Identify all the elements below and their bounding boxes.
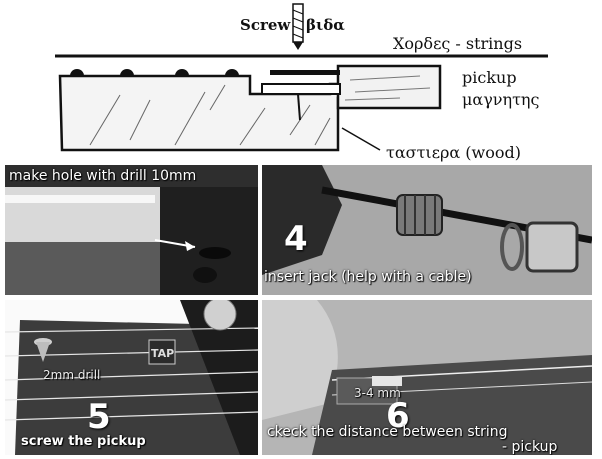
screw-icon [34, 338, 52, 362]
pickup-hatching [344, 75, 431, 101]
step-number-6: 6 [386, 396, 410, 436]
pickup-block [336, 64, 442, 110]
step-screw-pickup-panel: TAP 2mm drill 5 screw the pickup [5, 300, 258, 455]
step-drill-hole-panel: make hole with drill 10mm [5, 165, 258, 295]
wood-hatching [89, 84, 331, 146]
step-insert-jack-panel: 4 insert jack (help with a cable) [262, 165, 592, 295]
screw-icon [292, 3, 304, 121]
step-number-4: 4 [284, 219, 308, 259]
jack-nut-icon [396, 194, 443, 236]
step-check-distance-caption-line2: - pickup [502, 439, 558, 455]
pickup-photo: TAP [5, 300, 258, 455]
wood-pointer [341, 127, 381, 151]
step-number-5: 5 [87, 397, 111, 437]
svg-text:TAP: TAP [151, 347, 174, 360]
screw-label: Screw [240, 16, 291, 34]
cross-section-diagram [55, 3, 548, 152]
pickup-label: pickup [462, 68, 517, 87]
frets [70, 69, 239, 76]
strings-label: Χορδες - strings [393, 34, 523, 53]
jack-photo [262, 165, 592, 295]
screw-greek-label: βιδα [306, 16, 345, 34]
tap-logo [148, 339, 176, 365]
magnet-label: μαγνητης [462, 90, 540, 109]
step-check-distance-caption-line1: ckeck the distance between string [267, 424, 508, 440]
pickup-plate [270, 70, 340, 75]
step-insert-jack-caption: insert jack (help with a cable) [264, 269, 472, 285]
wood-label: ταστιερα (wood) [386, 143, 521, 162]
distance-note: 3-4 mm [354, 386, 401, 400]
step-drill-caption: make hole with drill 10mm [9, 168, 197, 184]
drill-note: 2mm drill [43, 368, 101, 382]
pickup-recess [261, 83, 341, 95]
drill-photo [5, 165, 258, 295]
step-screw-pickup-caption: screw the pickup [21, 434, 146, 449]
distance-photo [262, 300, 592, 455]
step-check-distance-panel: 3-4 mm 6 ckeck the distance between stri… [262, 300, 592, 455]
